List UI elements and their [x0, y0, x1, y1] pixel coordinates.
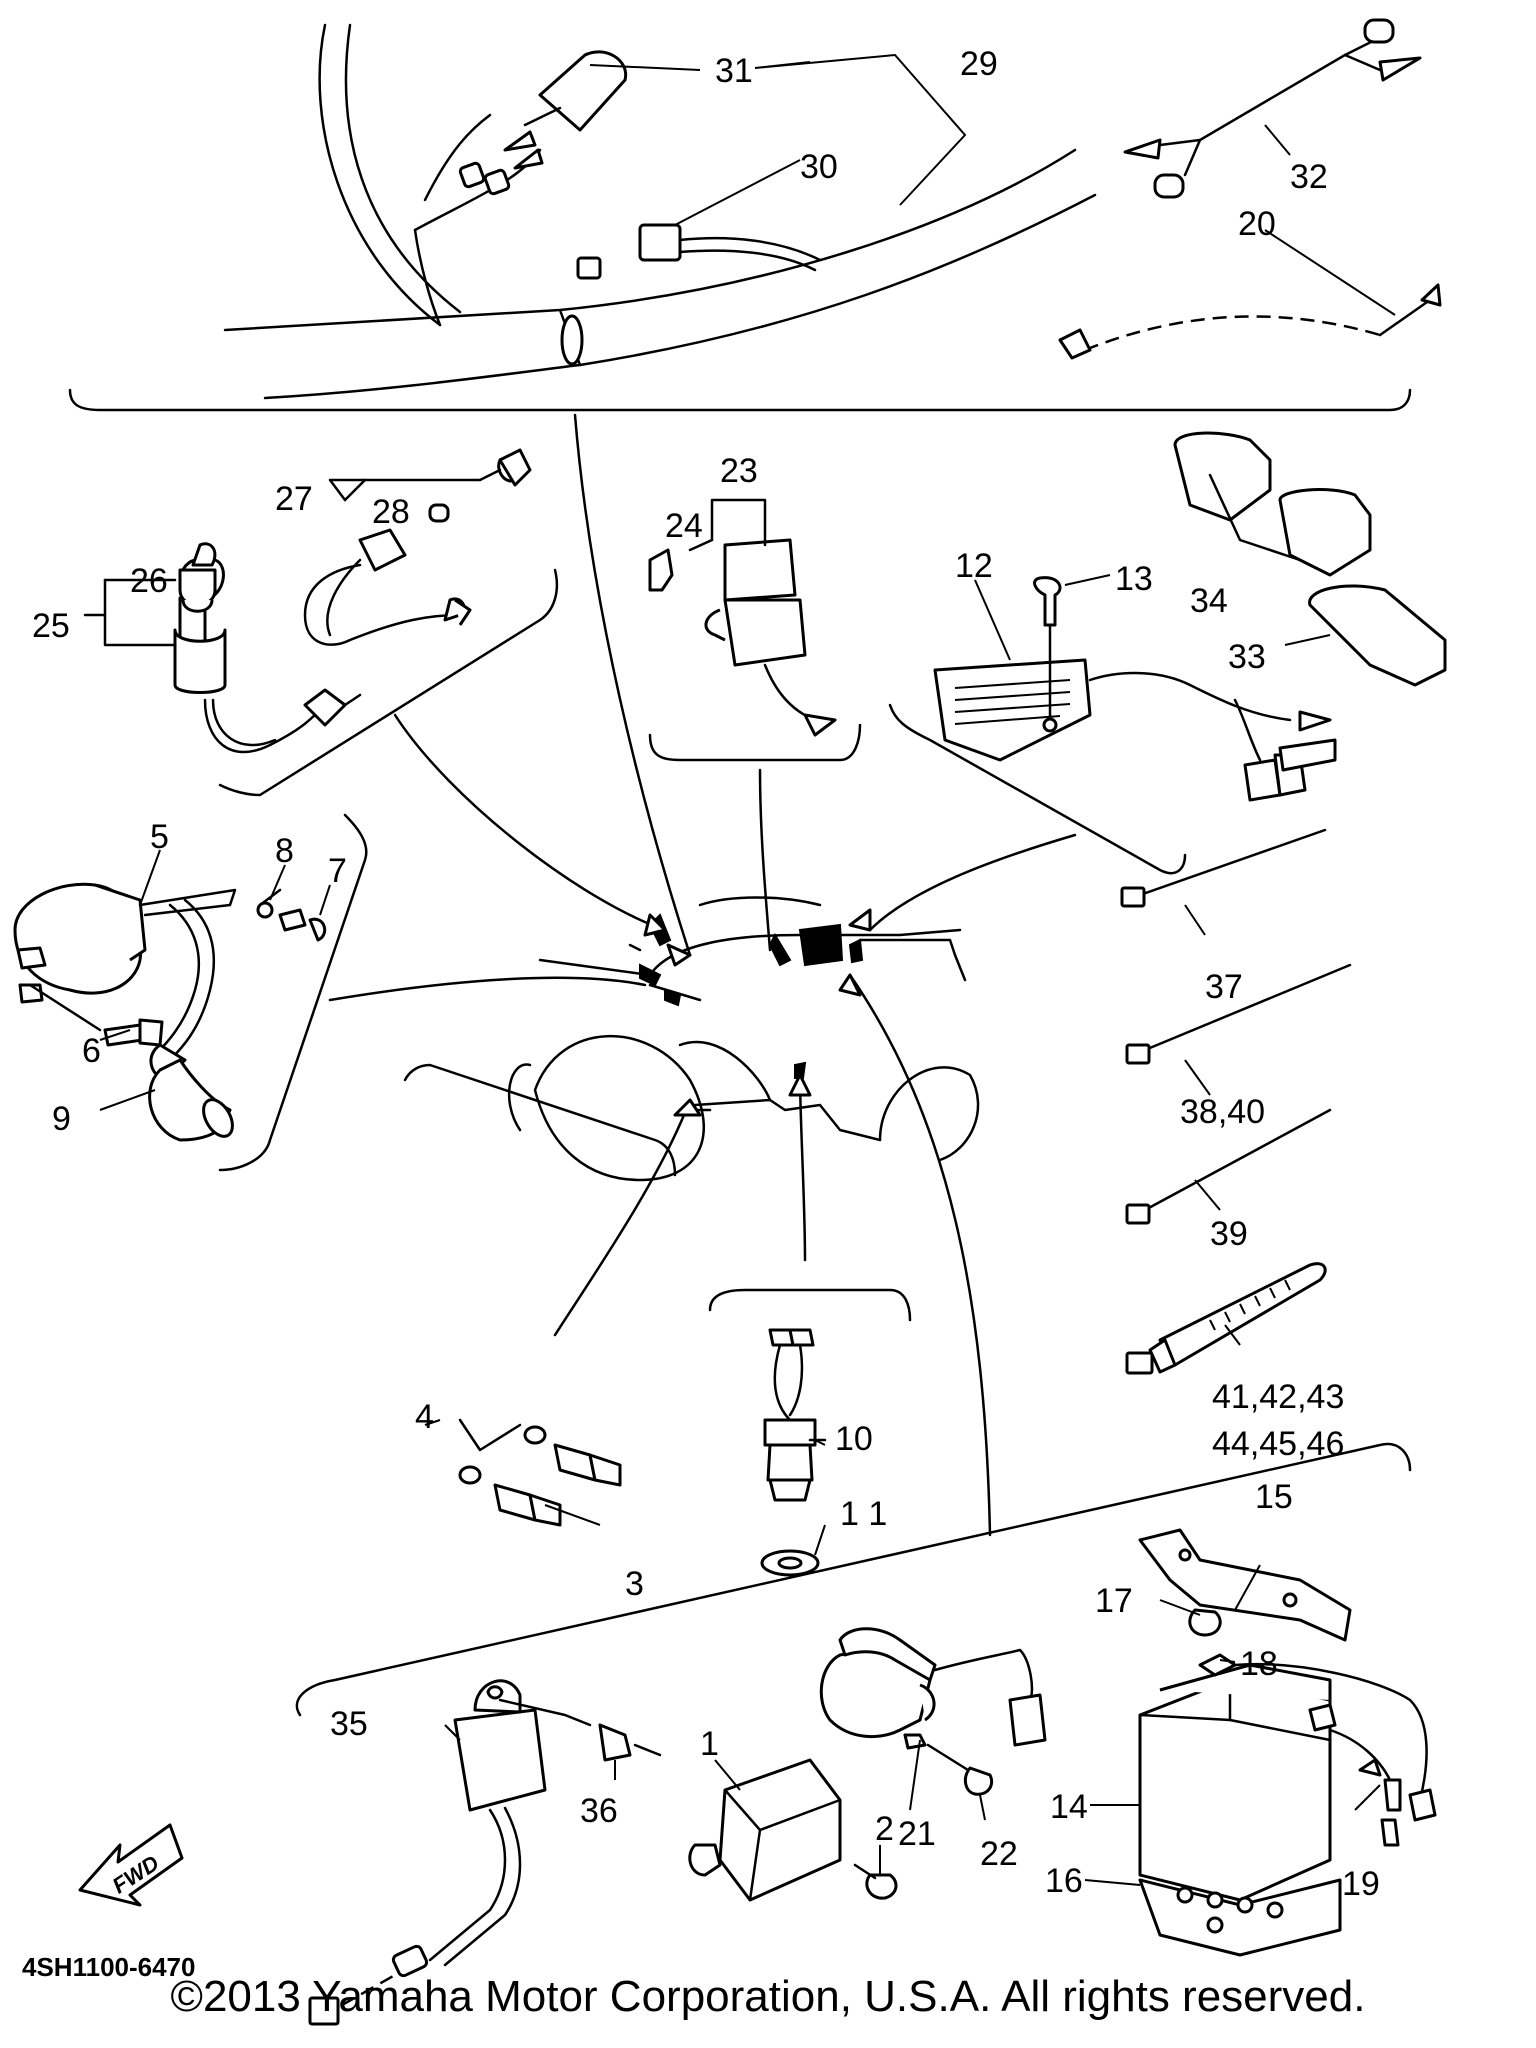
- label-1: 1: [700, 1725, 719, 1763]
- label-30: 30: [800, 148, 838, 186]
- sensor-group-25-28: [83, 448, 559, 797]
- label-13: 13: [1115, 560, 1153, 598]
- label-23: 23: [720, 452, 758, 490]
- label-29: 29: [960, 45, 998, 83]
- label-36: 36: [580, 1792, 618, 1830]
- label-4: 4: [415, 1398, 434, 1436]
- label-16: 16: [1045, 1862, 1083, 1900]
- label-37: 37: [1205, 968, 1243, 1006]
- part-labels: 31 29 30 32 20 23 24 27 28 26 25 12 13 3…: [22, 45, 1380, 1982]
- copyright-notice: ©2013 Yamaha Motor Corporation, U.S.A. A…: [170, 1972, 1366, 2021]
- label-17: 17: [1095, 1582, 1133, 1620]
- label-19: 19: [1342, 1865, 1380, 1903]
- label-18: 18: [1240, 1645, 1278, 1683]
- rectifier-group-12-13: [888, 576, 1337, 875]
- label-24: 24: [665, 507, 703, 545]
- label-27: 27: [275, 480, 313, 518]
- caps-group-33-34: [1173, 431, 1447, 687]
- label-28: 28: [372, 493, 410, 531]
- label-7: 7: [328, 852, 347, 890]
- label-39: 39: [1210, 1215, 1248, 1253]
- label-26: 26: [130, 562, 168, 600]
- label-32: 32: [1290, 158, 1328, 196]
- wire-harness-group: [68, 18, 1442, 412]
- label-11: 1 1: [840, 1495, 887, 1533]
- label-33: 33: [1228, 638, 1266, 676]
- label-31: 31: [715, 52, 753, 90]
- label-9: 9: [52, 1100, 71, 1138]
- electrical-bottom-group: [295, 1442, 1437, 2026]
- label-8: 8: [275, 832, 294, 870]
- label-15: 15: [1255, 1478, 1293, 1516]
- spark-plug-group: [403, 1063, 677, 1527]
- forward-direction-arrow: FWD: [78, 1823, 184, 1907]
- drawing-code: 4SH1100-6470: [22, 1952, 195, 1982]
- label-2: 2: [875, 1810, 894, 1848]
- thermo-switch-group: [708, 1288, 912, 1577]
- atv-overview: [328, 413, 1077, 1537]
- label-12: 12: [955, 547, 993, 585]
- label-20: 20: [1238, 205, 1276, 243]
- label-35: 35: [330, 1705, 368, 1743]
- label-5: 5: [150, 818, 169, 856]
- fuse-group-23-24: [648, 498, 862, 762]
- label-3: 3: [625, 1565, 644, 1603]
- label-44-46: 44,45,46: [1212, 1425, 1344, 1463]
- label-41-43: 41,42,43: [1212, 1378, 1344, 1416]
- ignition-coil-group: [13, 813, 368, 1172]
- callout-leaders: [99, 53, 1396, 1886]
- label-25: 25: [32, 607, 70, 645]
- label-10: 10: [835, 1420, 873, 1458]
- label-38-40: 38,40: [1180, 1093, 1265, 1131]
- label-22: 22: [980, 1835, 1018, 1873]
- label-6: 6: [82, 1032, 101, 1070]
- label-21: 21: [898, 1815, 936, 1853]
- label-34: 34: [1190, 582, 1228, 620]
- label-14: 14: [1050, 1788, 1088, 1826]
- cable-ties-group: [1120, 828, 1352, 1375]
